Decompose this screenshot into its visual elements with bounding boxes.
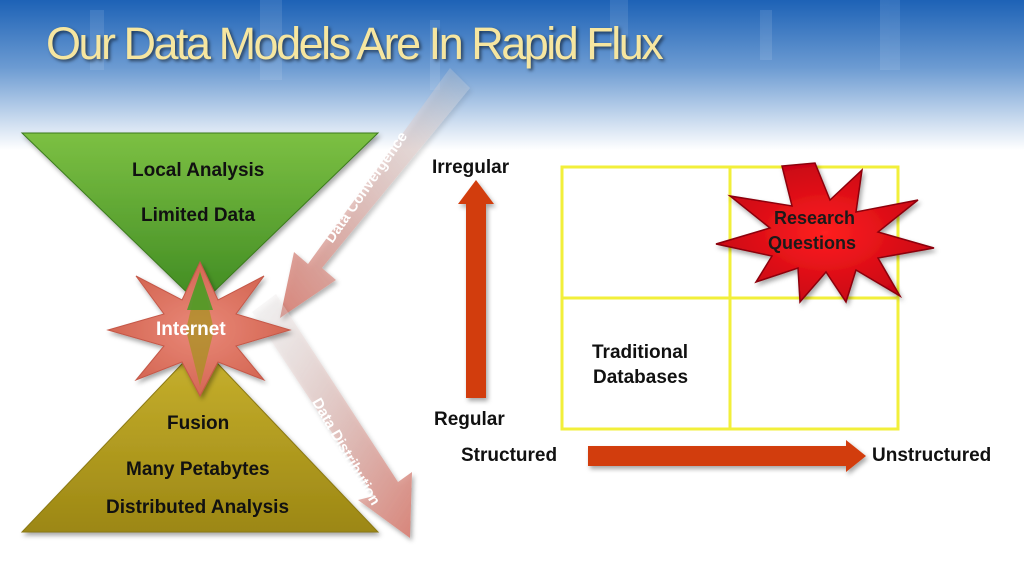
irregularity-axis-arrow — [458, 180, 494, 398]
fusion-label: Fusion — [167, 413, 230, 434]
internet-diamond — [186, 270, 214, 386]
data-convergence-arrow — [280, 68, 470, 318]
x-axis-right-label: Unstructured — [872, 445, 992, 466]
fusion-triangle — [20, 344, 380, 533]
local-analysis-triangle — [20, 132, 380, 306]
data-distribution-arrow — [252, 294, 412, 538]
research-questions-label-line1: Research — [774, 208, 856, 228]
research-questions-starburst — [715, 162, 935, 304]
internet-diamond-top — [187, 272, 213, 310]
distributed-analysis-label: Distributed Analysis — [106, 497, 290, 518]
slide-title: Our Data Models Are In Rapid Flux — [46, 18, 664, 69]
traditional-databases-label-line1: Traditional — [592, 342, 689, 363]
traditional-databases-label-line2: Databases — [593, 367, 689, 388]
local-analysis-label: Local Analysis — [132, 160, 265, 181]
many-petabytes-label: Many Petabytes — [126, 459, 270, 480]
research-questions-label-line2: Questions — [768, 233, 857, 253]
x-axis-left-label: Structured — [461, 445, 558, 466]
header-texture — [90, 0, 900, 90]
y-axis-bottom-label: Regular — [434, 409, 505, 430]
quadrant-grid — [560, 165, 900, 431]
limited-data-label: Limited Data — [141, 205, 256, 226]
y-axis-top-label: Irregular — [432, 157, 510, 178]
internet-label: Internet — [156, 319, 226, 340]
structure-axis-arrow — [588, 440, 866, 472]
header-background — [0, 0, 1024, 150]
